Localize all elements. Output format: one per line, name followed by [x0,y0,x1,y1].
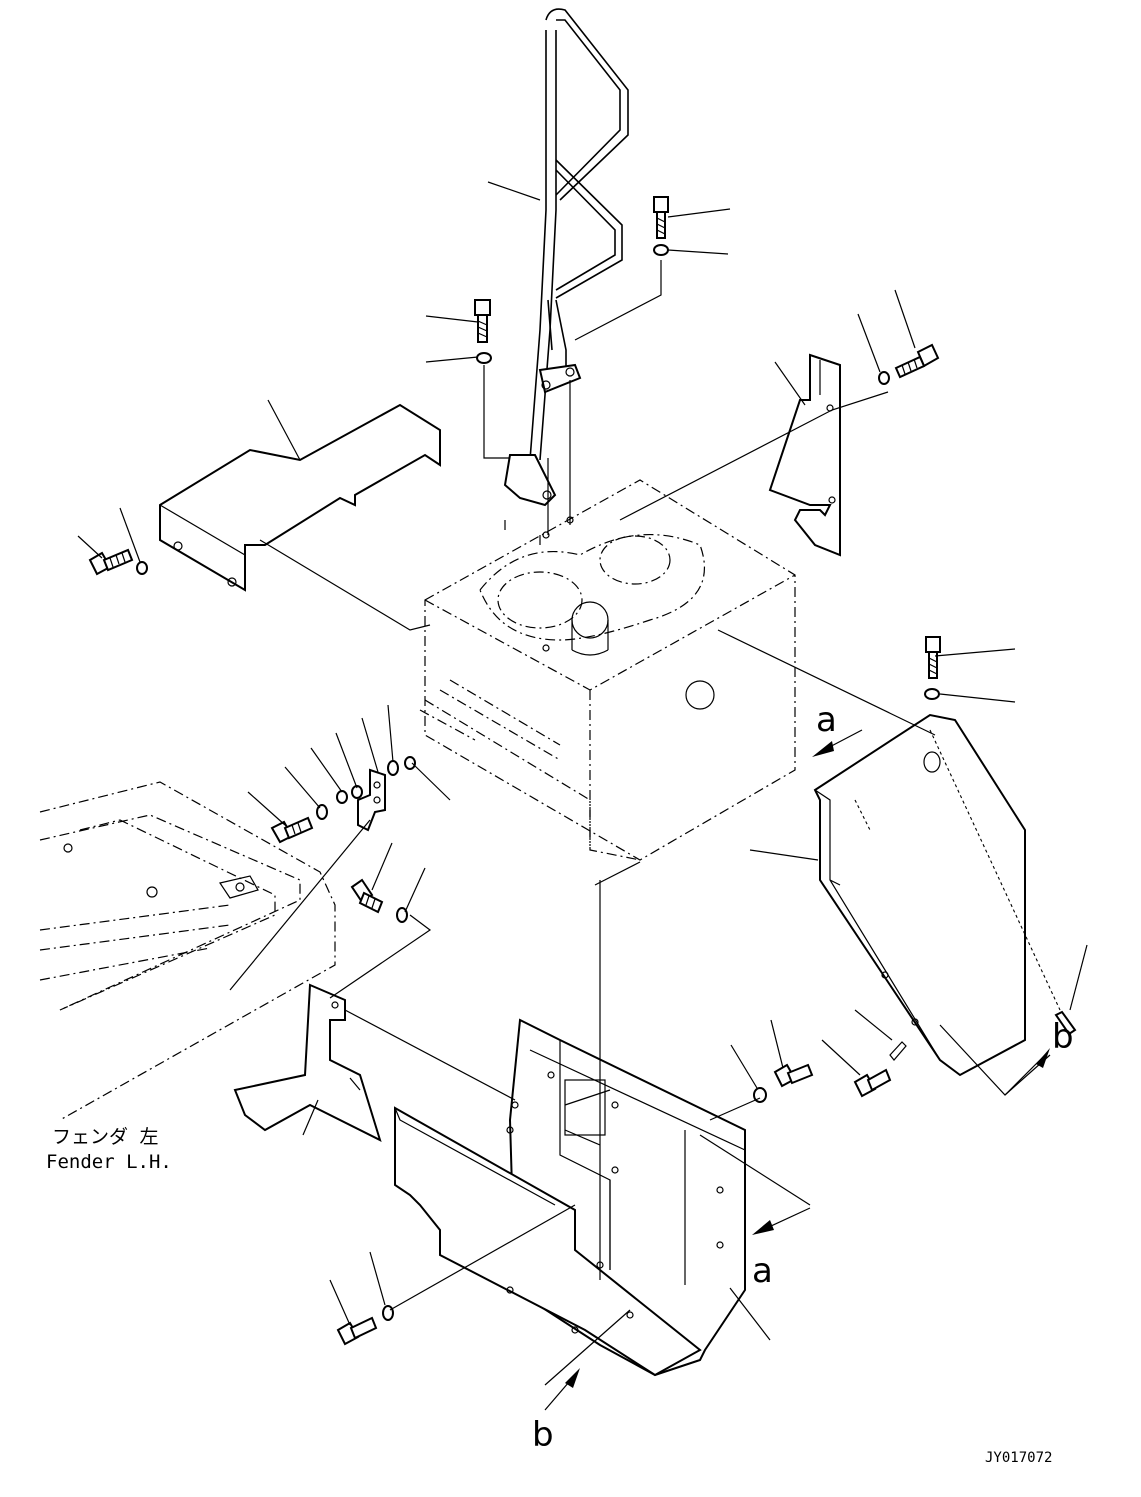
nut-small-bracket-2 [387,760,399,776]
fender-label-english: Fender L.H. [46,1151,172,1173]
right-upper-bracket [768,353,841,557]
view-arrows [544,729,1050,1411]
bolt-right-cover-lower [853,1068,892,1098]
washer-small-bracket-1 [316,804,328,820]
washer-top-right [653,244,669,256]
washer-small-bracket-3 [404,756,416,770]
washer-upper-left-cover [136,561,148,575]
view-label-a-bottom: a [752,1251,773,1291]
washer-lower-center [753,1087,767,1103]
fender-lh [39,781,336,1121]
bolt-right-bracket [894,343,940,379]
washer-bottom-left [382,1305,394,1321]
leader-lines [77,181,1088,1341]
fasteners [88,196,1077,1346]
fender-label-japanese: フェンダ 左 [52,1126,158,1148]
washer-right-bracket [878,371,890,385]
pin-right [1054,1010,1077,1036]
bolt-lower-center [773,1063,814,1088]
upper-left-cover [159,403,441,592]
pin-right-cover [889,1041,907,1061]
bolt-small-bracket [270,816,314,844]
nut-small-bracket [351,785,363,799]
washer-right-cover [924,688,940,700]
bolt-right-cover [925,636,941,679]
washer-small-bracket-2 [336,790,348,804]
view-label-a-top: a [816,700,837,740]
drawing-number: JY017072 [985,1450,1052,1466]
washer-left-of-handrail [476,352,492,364]
handrail [503,8,629,507]
view-label-b-bottom: b [532,1415,554,1455]
bolt-upper-left-cover [88,548,134,576]
bolt-bottom-left [336,1316,378,1346]
bolt-left-of-handrail [474,299,491,343]
lower-left-bracket [233,983,382,1142]
small-l-bracket [357,768,386,832]
tank-assembly [419,479,796,861]
assembly-lines [229,260,1061,1386]
lower-left-guard [394,1106,702,1377]
view-label-b-right: b [1052,1017,1074,1057]
washer-fender [396,907,408,923]
right-cover [813,713,1026,1077]
bolt-top-right [653,196,669,239]
bolt-fender [350,878,384,914]
